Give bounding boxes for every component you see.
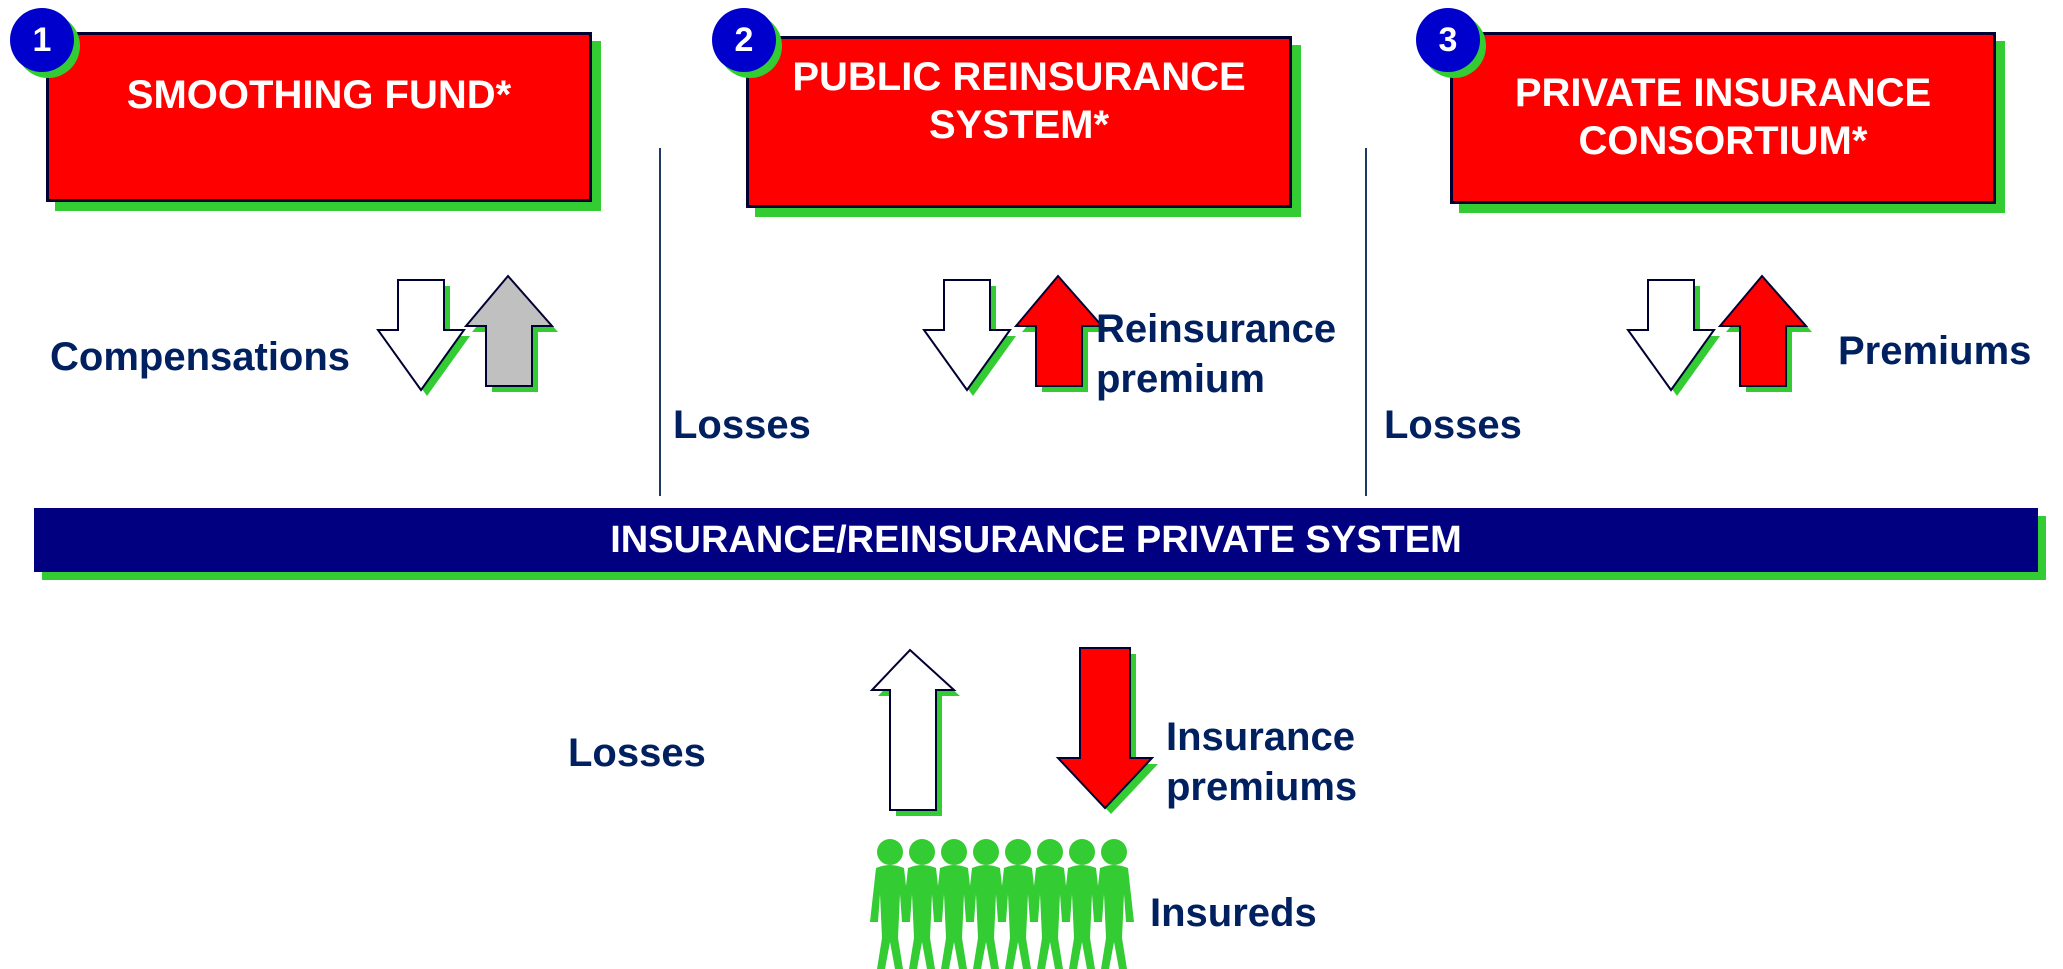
divider-line-1 xyxy=(659,148,661,496)
down-arrow-icon xyxy=(1055,647,1158,814)
divider-line-2 xyxy=(1365,148,1367,496)
box-title: PUBLIC REINSURANCE SYSTEM* xyxy=(792,55,1246,147)
up-arrow-icon xyxy=(463,274,558,392)
losses-label-1: Losses xyxy=(673,403,811,447)
person-icon xyxy=(1030,839,1070,969)
reinsurance-premium-label: Reinsurance premium xyxy=(1096,307,1337,401)
down-arrow-icon xyxy=(922,279,1016,396)
person-icon xyxy=(934,839,974,969)
insurance-premiums-label: Insurance premiums xyxy=(1166,715,1358,809)
down-arrow-icon xyxy=(376,279,470,396)
person-icon xyxy=(902,839,942,969)
person-icon xyxy=(1062,839,1102,969)
losses-label-bottom: Losses xyxy=(568,731,706,775)
step-badge-1: 1 xyxy=(10,8,74,72)
public-reinsurance-box: PUBLIC REINSURANCE SYSTEM* xyxy=(746,36,1292,208)
box-title: PRIVATE INSURANCE CONSORTIUM* xyxy=(1514,71,1932,163)
person-icon xyxy=(998,839,1038,969)
private-system-banner: INSURANCE/REINSURANCE PRIVATE SYSTEM xyxy=(34,508,2038,572)
step-badge-3: 3 xyxy=(1416,8,1480,72)
down-arrow-icon xyxy=(1626,279,1720,396)
step-badge-2: 2 xyxy=(712,8,776,72)
up-arrow-icon xyxy=(1013,274,1108,392)
insureds-label: Insureds xyxy=(1150,891,1317,935)
person-icon xyxy=(966,839,1006,969)
up-arrow-icon xyxy=(869,648,960,816)
up-arrow-icon xyxy=(1717,274,1812,392)
box-title: SMOOTHING FUND* xyxy=(126,73,512,117)
premiums-label: Premiums xyxy=(1838,329,2032,373)
compensations-label: Compensations xyxy=(50,335,351,379)
private-insurance-box: PRIVATE INSURANCE CONSORTIUM* xyxy=(1450,32,1996,204)
smoothing-fund-box: SMOOTHING FUND* xyxy=(46,32,592,202)
losses-label-2: Losses xyxy=(1384,403,1522,447)
person-icon xyxy=(870,839,910,969)
person-icon xyxy=(1094,839,1134,969)
